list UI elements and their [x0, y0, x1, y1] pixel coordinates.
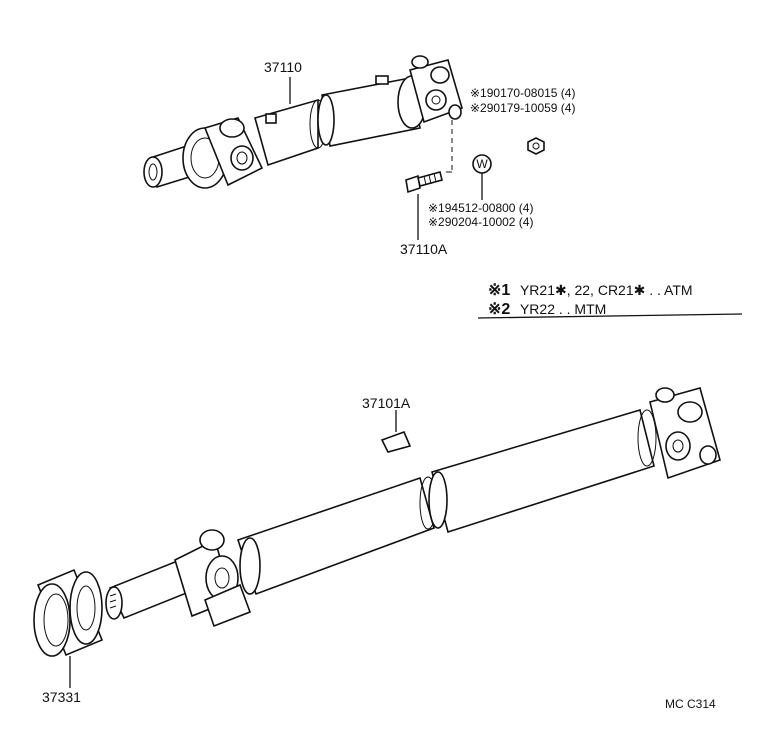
washer-icon: W	[472, 154, 492, 200]
oil-seal-icon	[33, 568, 104, 688]
part-label-37331: 37331	[42, 689, 81, 705]
part-label-37110A: 37110A	[400, 241, 448, 257]
bolt-icon	[405, 120, 453, 240]
part-label-37110: 37110	[264, 59, 302, 75]
nut-note-1: ※190170-08015 (4)	[470, 86, 575, 100]
upper-propeller-shaft	[143, 55, 463, 189]
part-label-37101A: 37101A	[362, 395, 411, 411]
bolt-note-1: ※194512-00800 (4)	[428, 201, 533, 215]
model-legend: ※1 YR21✱, 22, CR21✱ . . ATM ※2 YR22 . . …	[477, 282, 743, 319]
figure-code: MC C314	[665, 697, 716, 711]
legend-line-1: ※1 YR21✱, 22, CR21✱ . . ATM	[488, 282, 693, 299]
legend-line-2: ※2 YR22 . . MTM	[488, 301, 606, 318]
nut-icon	[527, 137, 545, 155]
center-part-icon	[380, 410, 412, 453]
lower-propeller-shaft	[33, 387, 721, 688]
washer-symbol: W	[476, 157, 488, 171]
nut-note-2: ※290179-10059 (4)	[470, 101, 575, 115]
bolt-note-2: ※290204-10002 (4)	[428, 215, 533, 229]
